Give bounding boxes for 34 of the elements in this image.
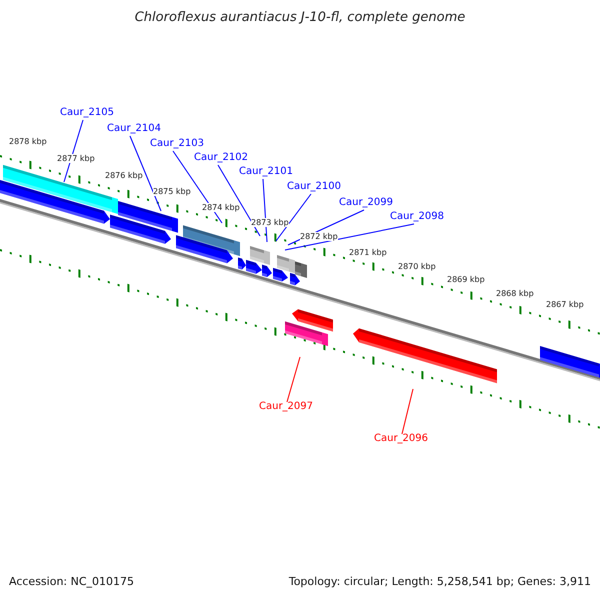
gene-name: Caur_2103 — [150, 138, 204, 149]
scale-label: 2875 kbp — [153, 187, 191, 196]
scale-label: 2869 kbp — [447, 275, 485, 284]
gene-name: Caur_2102 — [194, 152, 248, 163]
gene-name: Caur_2097 — [259, 401, 314, 412]
scale-label: 2872 kbp — [300, 232, 338, 241]
gene-name: Caur_2099 — [339, 197, 394, 208]
leader-line — [262, 178, 268, 242]
leader-line — [218, 164, 260, 236]
scale-label: 2877 kbp — [57, 154, 95, 163]
leader-line — [286, 356, 300, 402]
title: Chloroflexus aurantiacus J-10-fl, complete genome — [134, 10, 466, 25]
gene-name: Caur_2100 — [287, 181, 342, 192]
scale-label: 2870 kbp — [398, 262, 436, 271]
scale-label: 2871 kbp — [349, 248, 387, 257]
leader-line — [64, 120, 84, 182]
leader-line — [130, 136, 162, 212]
accession-text: Accession: NC_010175 — [9, 575, 134, 588]
leader-line — [402, 388, 414, 434]
genome-info-text: Topology: circular; Length: 5,258,541 bp; Genes: 3,911 — [288, 575, 591, 588]
scale-label: 2874 kbp — [202, 203, 240, 212]
gene-name: Caur_2105 — [60, 107, 114, 118]
gene-name: Caur_2098 — [390, 211, 444, 222]
gene-name: Caur_2104 — [107, 123, 162, 134]
scale-label: 2867 kbp — [546, 300, 584, 309]
gene-name: Caur_2096 — [374, 433, 428, 444]
gene-name: Caur_2101 — [239, 166, 294, 177]
leader-line — [284, 224, 414, 250]
leader-line — [276, 194, 312, 242]
scale-label: 2876 kbp — [105, 171, 143, 180]
scale-label: 2878 kbp — [9, 137, 47, 146]
scale-label: 2873 kbp — [251, 218, 289, 227]
leader-line — [172, 150, 222, 224]
scale-label: 2868 kbp — [496, 289, 534, 298]
